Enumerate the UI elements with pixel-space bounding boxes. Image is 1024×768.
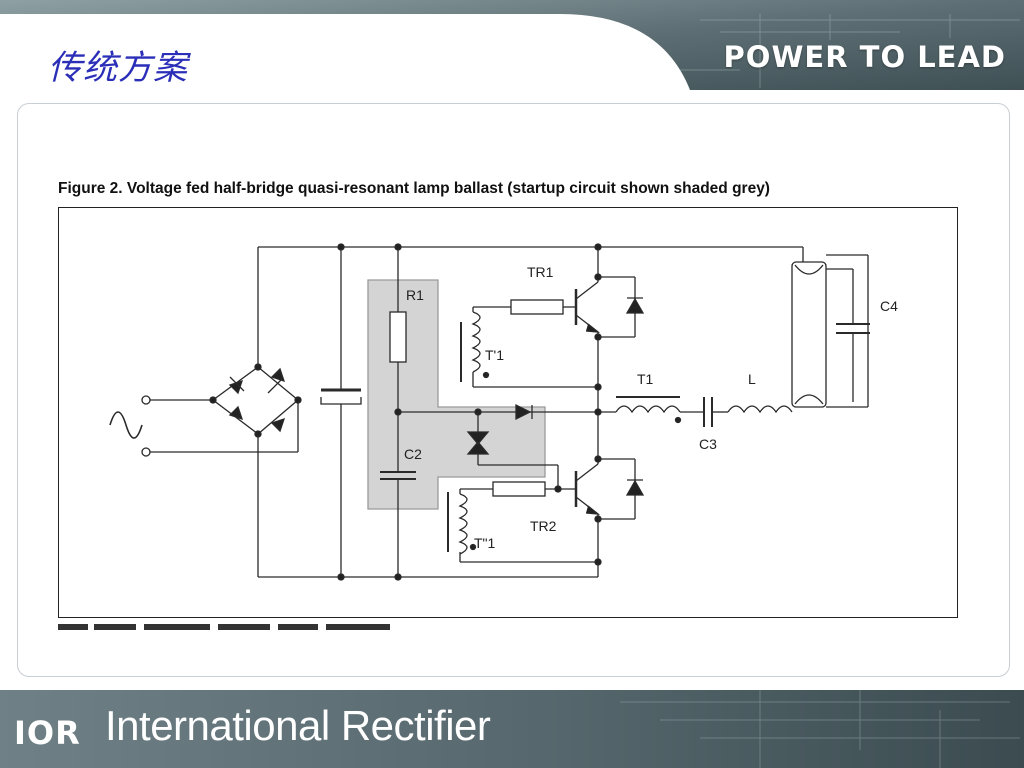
figure-caption: Figure 2. Voltage fed half-bridge quasi-… <box>58 180 770 197</box>
freewheel-diode-tr1 <box>625 297 645 314</box>
bridge-diode-4 <box>270 417 286 433</box>
base-resistor-tr2 <box>492 481 546 497</box>
tagline: POWER TO LEAD <box>723 40 1006 74</box>
ac-source-icon <box>109 411 143 439</box>
transformer-t1 <box>615 405 681 414</box>
base-resistor-tr1 <box>510 299 564 315</box>
footer-banner <box>0 690 1024 768</box>
ir-logo-icon: IOR <box>14 714 81 752</box>
freewheel-diode-tr2 <box>625 479 645 496</box>
label-t1-primary: T'1 <box>485 347 504 363</box>
slide-title: 传统方案 <box>48 48 188 88</box>
label-r1: R1 <box>406 287 424 303</box>
circuit-diagram: TR1 R1 T'1 T1 L C4 C3 C2 TR2 T"1 <box>109 243 898 581</box>
company-name: International Rectifier <box>105 702 491 749</box>
label-t1: T1 <box>637 371 654 387</box>
ac-terminal-bottom <box>141 447 151 457</box>
header-banner <box>0 0 1024 90</box>
svg-text:IOR: IOR <box>14 714 81 752</box>
winding-t1-primary <box>471 311 481 373</box>
inductor-l <box>727 405 793 414</box>
ac-terminal-top <box>141 395 151 405</box>
label-tr2: TR2 <box>530 518 557 534</box>
diac <box>466 431 490 455</box>
lamp-tube <box>791 261 827 408</box>
label-c3: C3 <box>699 436 717 452</box>
label-l: L <box>748 371 756 387</box>
label-c2: C2 <box>404 446 422 462</box>
startup-diode <box>515 403 533 421</box>
startup-shade <box>367 279 546 510</box>
label-c4: C4 <box>880 298 898 314</box>
bridge-diode-3 <box>228 405 244 421</box>
bridge-rectifier <box>211 366 300 435</box>
truncated-caption <box>58 624 390 630</box>
winding-t1-secondary <box>458 493 468 555</box>
bridge-diode-1 <box>228 376 245 395</box>
label-tr1: TR1 <box>527 264 554 280</box>
resistor-r1 <box>389 311 407 363</box>
bridge-diode-2 <box>267 367 286 394</box>
label-t1-secondary: T"1 <box>474 535 496 551</box>
